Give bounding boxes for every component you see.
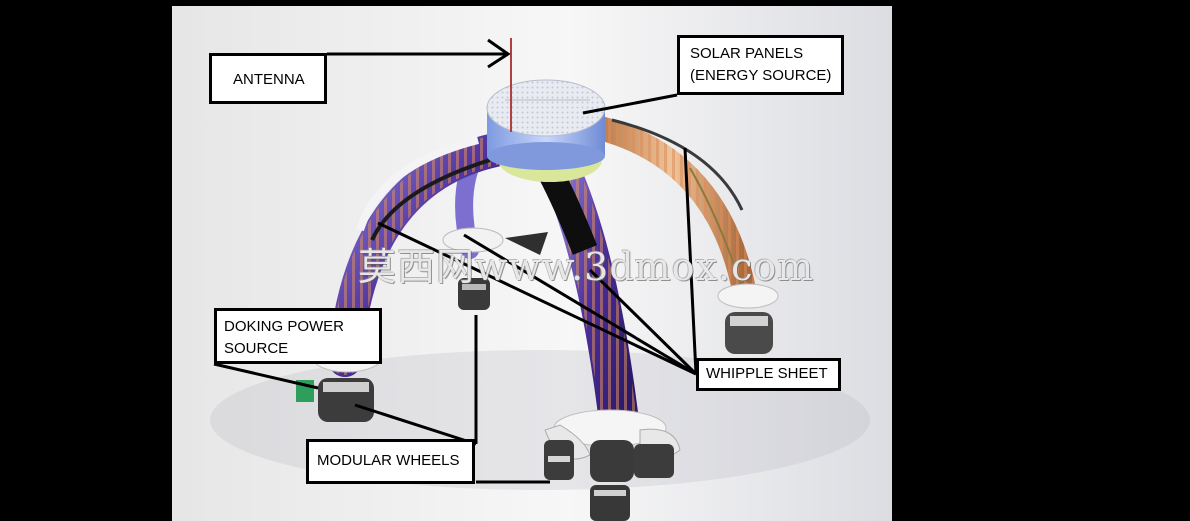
solar-panel-disc <box>486 79 606 137</box>
docking-power-label-line1: DOKING POWER <box>224 318 345 335</box>
whipple-sheet-label: WHIPPLE SHEET <box>696 358 841 391</box>
right-wheel <box>717 283 779 354</box>
modular-wheels-label: MODULAR WHEELS <box>306 439 475 484</box>
solar-panels-label: SOLAR PANELS (ENERGY SOURCE) <box>677 35 844 95</box>
solar-panels-label-line2: (ENERGY SOURCE) <box>690 67 832 84</box>
front-wheel <box>544 409 681 521</box>
docking-power-label: DOKING POWER SOURCE <box>214 308 382 364</box>
docking-power-label-line2: SOURCE <box>224 340 289 357</box>
modular-wheels-label-text: MODULAR WHEELS <box>317 452 460 469</box>
watermark-text: 莫西网www.3dmox.com <box>358 245 815 289</box>
antenna-label-text: ANTENNA <box>233 71 305 88</box>
leader-lines <box>213 38 698 484</box>
whipple-sheet-label-text: WHIPPLE SHEET <box>706 365 828 382</box>
solar-panels-label-line1: SOLAR PANELS <box>690 45 804 62</box>
antenna-label: ANTENNA <box>209 53 327 104</box>
